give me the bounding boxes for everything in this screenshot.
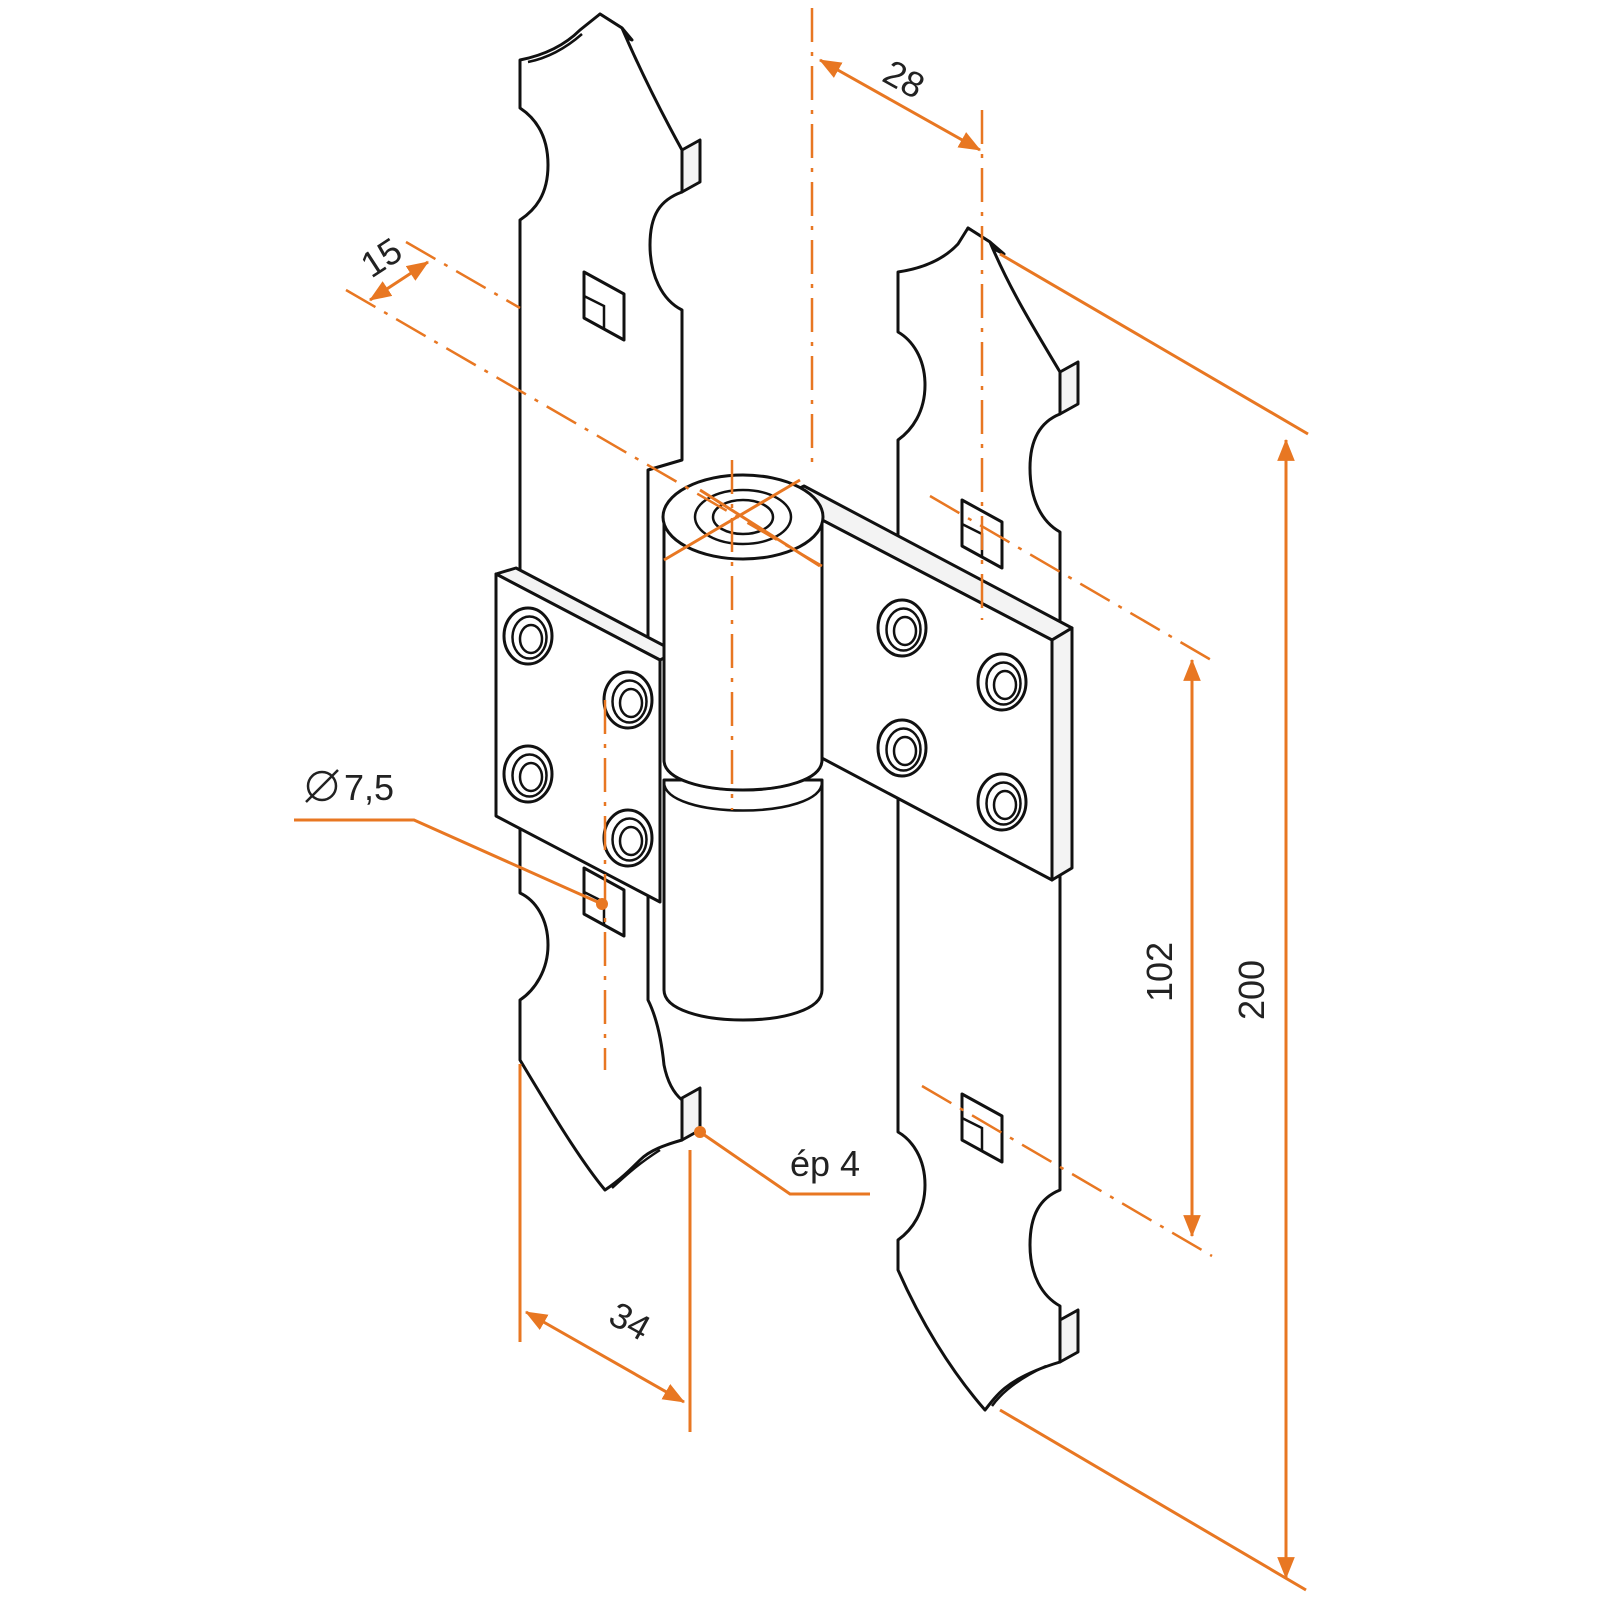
left-plate-screw-hole-3 <box>502 744 554 804</box>
left-leaf-scallop-bottom <box>611 1148 661 1189</box>
left-leaf-scallop-top <box>527 33 583 64</box>
right-plate-screw-hole-1 <box>876 598 928 658</box>
left-leaf-face <box>518 12 684 1192</box>
left-plate-screw-hole-1 <box>502 606 554 666</box>
right-leaf-square-hole-bottom <box>960 1092 1004 1164</box>
left-leaf-right-edge <box>680 138 702 194</box>
barrel-joint-line-lower <box>662 781 824 812</box>
right-plate-screw-hole-4 <box>976 772 1028 832</box>
diameter-icon <box>305 769 339 803</box>
ext-line-102-top <box>929 494 1219 666</box>
dim-arrow-15 <box>369 260 429 302</box>
label-15: 15 <box>353 229 409 285</box>
label-hole-diameter: 7,5 <box>344 767 394 808</box>
left-leaf <box>518 12 702 1192</box>
barrel-lower-body <box>662 778 824 1022</box>
left-plate-screw-hole-2 <box>602 670 654 730</box>
label-28: 28 <box>877 51 932 106</box>
leader-hole-dot <box>596 898 608 910</box>
right-plate-side-edge <box>1050 626 1074 882</box>
leader-thickness-dot <box>694 1126 706 1138</box>
barrel-axis-cross-b <box>699 488 821 568</box>
ext-line-15-lower <box>345 288 823 568</box>
dim-arrow-28 <box>819 58 981 152</box>
label-34: 34 <box>603 1293 658 1348</box>
right-leaf-bottom-edge <box>1058 1308 1080 1364</box>
label-thickness: ép 4 <box>790 1143 860 1184</box>
right-plate-screw-hole-3 <box>876 718 928 778</box>
barrel-joint-line <box>662 759 824 792</box>
leader-thickness <box>699 1130 870 1196</box>
right-leaf-right-edge <box>1058 360 1080 416</box>
screw-holes <box>502 598 1028 868</box>
label-200: 200 <box>1231 960 1272 1020</box>
hinge-barrel <box>661 473 825 1022</box>
label-hole-diameter-group: 7,5 <box>305 767 394 808</box>
barrel-axis-cross-a <box>663 478 801 562</box>
ext-line-15-upper <box>405 240 521 310</box>
left-plate-screw-hole-4 <box>602 808 654 868</box>
right-plate-screw-hole-2 <box>976 652 1028 712</box>
leader-hole-diameter <box>294 818 603 906</box>
dim-arrow-34 <box>525 1310 685 1404</box>
right-leaf-scallop-bottom <box>990 1364 1047 1407</box>
label-102: 102 <box>1139 942 1180 1002</box>
dimension-lines <box>294 8 1309 1592</box>
ext-line-200-bottom <box>999 1408 1307 1592</box>
left-leaf-square-hole-top <box>582 270 626 342</box>
ext-line-200-top <box>999 252 1309 436</box>
